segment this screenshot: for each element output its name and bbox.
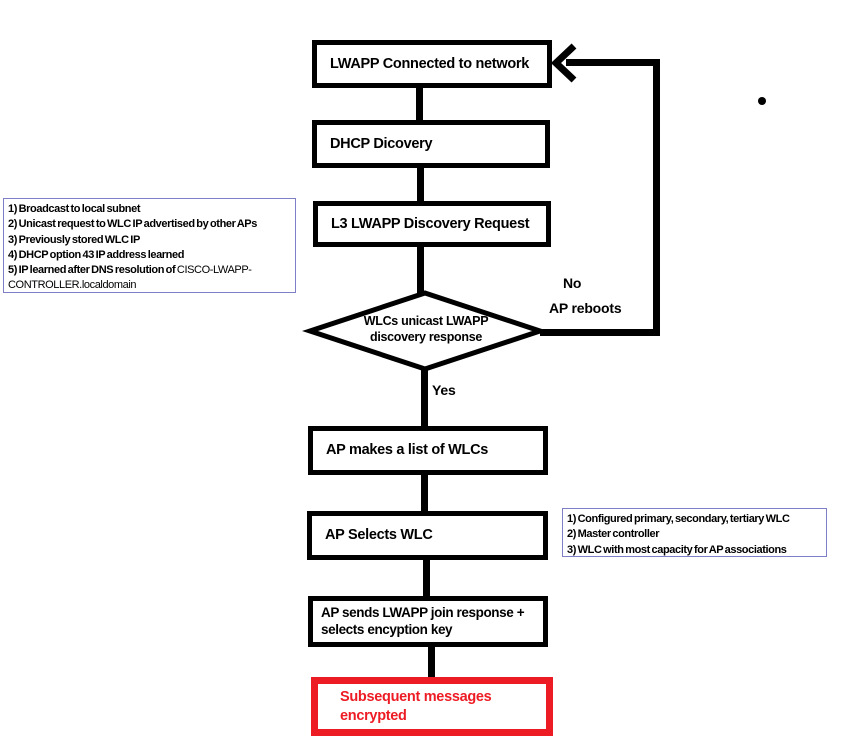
note-wlc-selection-criteria: 1) Configured primary, secondary, tertia… [562, 508, 827, 557]
note-line-bold-part: 5) IP learned after DNS resolution of [8, 264, 177, 277]
edge-label-yes: Yes [432, 382, 456, 398]
node-ap-selects-wlc: AP Selects WLC [307, 511, 548, 560]
edge-label-ap-reboots: AP reboots [549, 300, 622, 316]
note-discovery-methods: 1) Broadcast to local subnet 2) Unicast … [3, 198, 296, 293]
node-l3-discovery-request: L3 LWAPP Discovery Request [313, 201, 551, 247]
note-line-plain-part: CISCO-LWAPP-CONTROLLER.localdomain [8, 264, 252, 292]
node-ap-makes-list-of-wlcs: AP makes a list of WLCs [308, 426, 548, 475]
note-line: 2) Master controller [567, 528, 660, 541]
note-line: 5) IP learned after DNS resolution of CI… [8, 263, 291, 294]
stray-dot [758, 97, 766, 105]
note-line: 3) Previously stored WLC IP [8, 233, 140, 246]
node-lwapp-connected: LWAPP Connected to network [312, 40, 552, 88]
note-line: 3) WLC with most capacity for AP associa… [567, 543, 787, 556]
node-ap-sends-join-response: AP sends LWAPP join response + selects e… [308, 596, 548, 647]
note-line: 2) Unicast request to WLC IP advertised … [8, 218, 257, 231]
decision-wlc-unicast-response: WLCs unicast LWAPP discovery response [363, 314, 489, 344]
note-line: 1) Configured primary, secondary, tertia… [567, 513, 790, 525]
node-dhcp-discovery: DHCP Dicovery [312, 120, 550, 168]
loop-arrowhead-icon [550, 43, 577, 83]
decision-diamond-shape [302, 290, 548, 372]
edge-label-no: No [563, 275, 582, 291]
node-subsequent-messages-encrypted: Subsequent messages encrypted [311, 677, 553, 736]
note-line: 4) DHCP option 43 IP address learned [8, 248, 185, 261]
note-line: 1) Broadcast to local subnet [8, 203, 141, 215]
